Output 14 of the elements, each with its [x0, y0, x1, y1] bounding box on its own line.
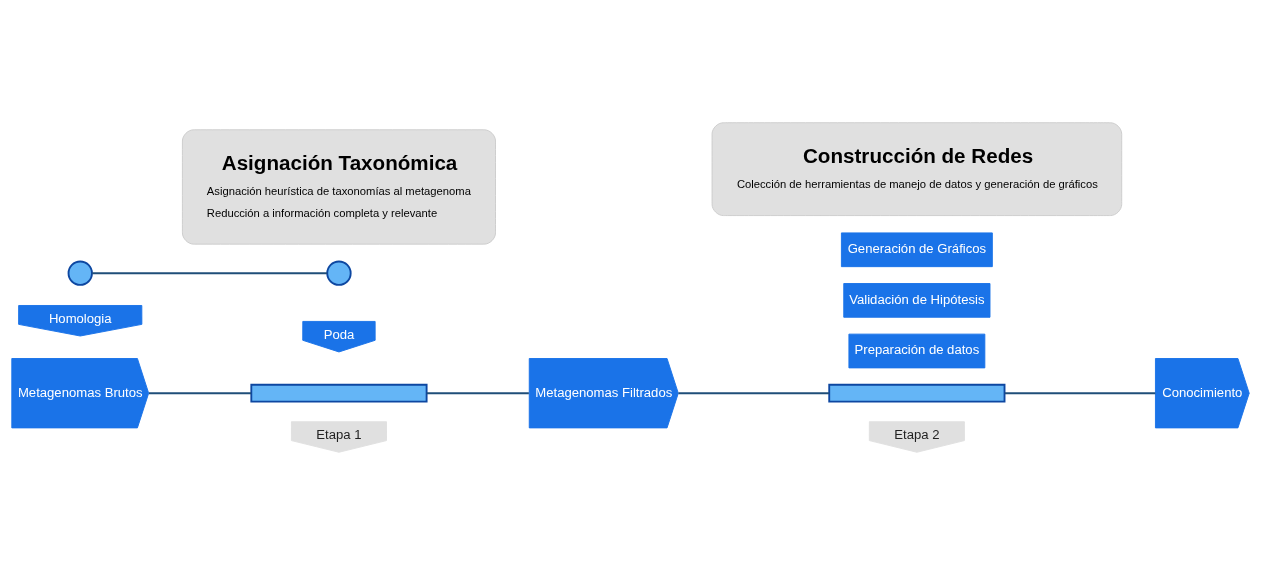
- node-box: Asignación Taxonómica Asignación heurística de taxonomías al metagenoma Reducción a información completa y relevante: [181, 129, 496, 245]
- node-box: Preparación de datos: [848, 333, 986, 369]
- node-bar: [250, 383, 428, 403]
- connector: [91, 272, 328, 275]
- node-circle: [326, 260, 352, 286]
- node-bar: [828, 383, 1006, 403]
- connector: [677, 392, 831, 395]
- node-circle: [67, 260, 93, 286]
- connector: [148, 392, 253, 395]
- node-box: Construcción de Redes Colección de herramientas de manejo de datos y generación de gráficos: [711, 122, 1123, 216]
- node-box: Generación de Gráficos: [840, 232, 993, 268]
- node-box: Validación de Hipótesis: [843, 283, 991, 318]
- connector: [1003, 392, 1157, 395]
- connector: [425, 392, 530, 395]
